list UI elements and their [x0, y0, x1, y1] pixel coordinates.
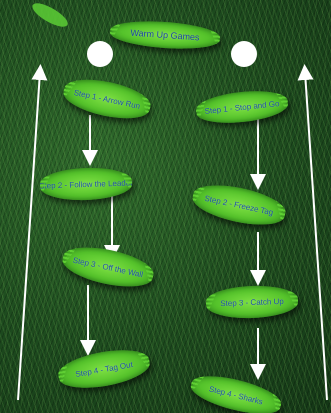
left-start-dot — [87, 41, 113, 67]
right-side-arrow — [305, 72, 327, 400]
page-title: Warm Up Games — [130, 28, 200, 43]
right-step-4-label: Step 4 - Sharks — [208, 384, 264, 406]
left-step-4-label: Step 4 - Tag Out — [75, 360, 134, 379]
left-step-3-label: Step 3 - Off the Wall — [72, 255, 144, 279]
right-start-dot — [231, 41, 257, 67]
right-step-1-label: Step 1 - Stop and Go — [204, 99, 280, 116]
right-step-3-label: Step 3 - Catch Up — [220, 296, 284, 307]
left-side-arrow — [18, 72, 40, 400]
left-step-1-label: Step 1 - Arrow Run — [73, 88, 141, 111]
right-step-2-label: Step 2 - Freeze Tag — [204, 193, 274, 216]
left-step-2-label: Step 2 - Follow the Leader — [39, 178, 132, 190]
